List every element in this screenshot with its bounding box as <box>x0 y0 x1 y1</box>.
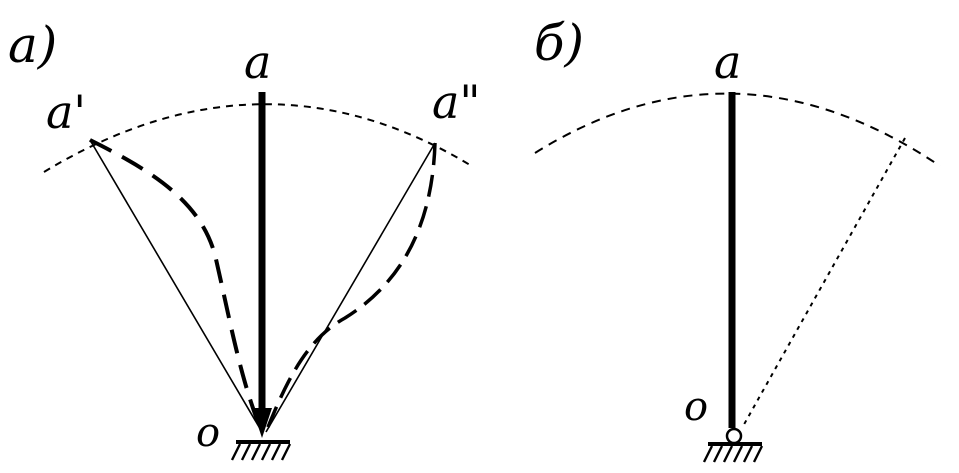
panel-b-point-base: o <box>684 384 708 430</box>
panel-b-rotated-rod <box>741 137 906 429</box>
panel-a-support <box>230 440 292 461</box>
panel-a-arc <box>43 103 471 173</box>
panel-a-label: а) <box>8 16 57 74</box>
panel-a-bent-left <box>89 138 264 433</box>
panel-a-ray-left <box>89 139 263 433</box>
panel-a-ray-right <box>265 142 436 433</box>
panel-a-arrowhead <box>252 408 272 438</box>
panel-b-point-top: a <box>714 35 741 89</box>
panel-b: б) a o <box>534 14 941 463</box>
panel-a-point-base: o <box>196 410 220 456</box>
panel-a-point-left: a' <box>46 85 86 139</box>
panel-b-arc <box>534 92 941 167</box>
panel-a-point-top: a <box>244 35 271 89</box>
panel-a-point-right: a" <box>432 75 481 129</box>
panel-b-label: б) <box>534 14 584 72</box>
panel-a-bent-right <box>264 142 437 433</box>
panel-b-hinge-support <box>702 427 764 463</box>
panel-a: а) a a' a" o <box>8 16 481 461</box>
